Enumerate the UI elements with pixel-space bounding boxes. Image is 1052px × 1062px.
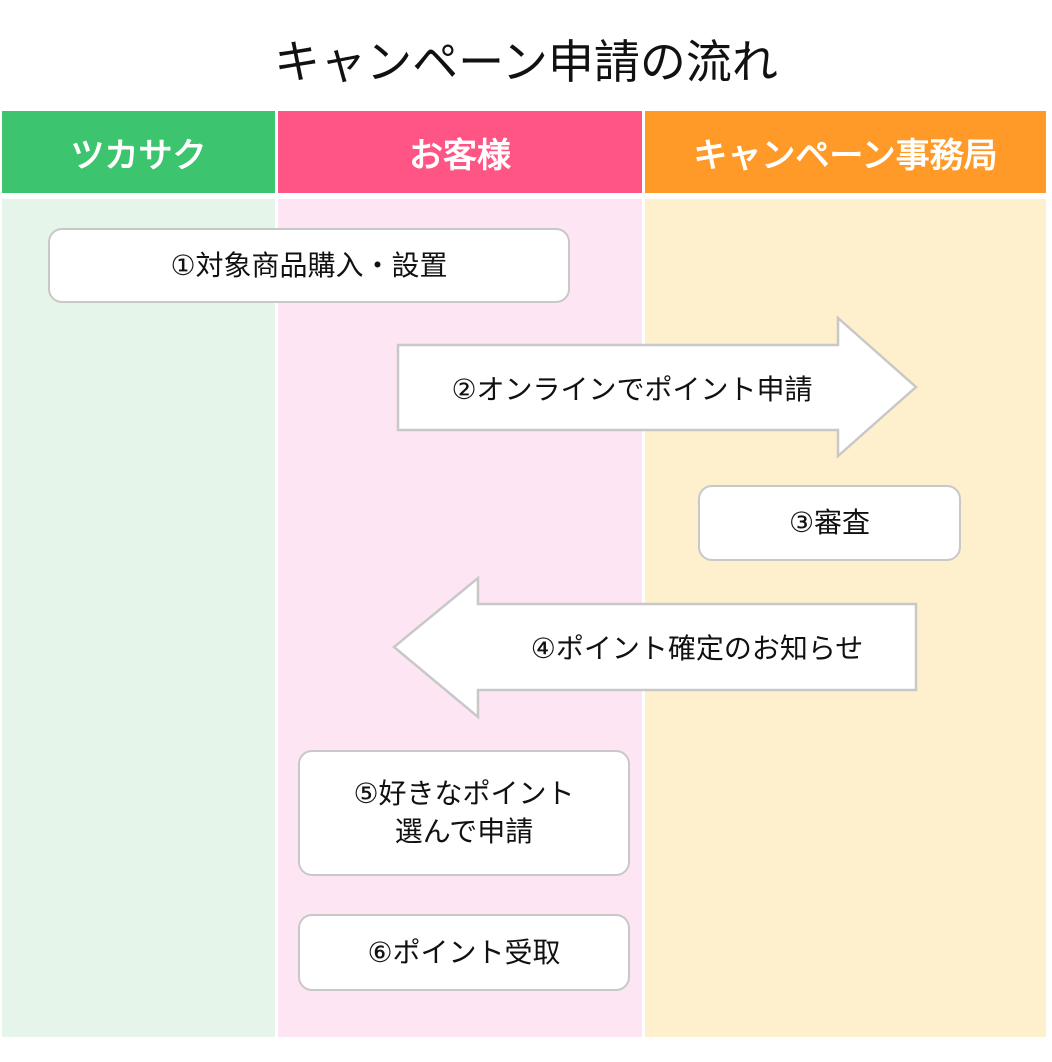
lane-header-customer: お客様: [278, 111, 642, 193]
arrow-left-shape: [392, 575, 918, 720]
lane-header-tsukasaku: ツカサク: [2, 111, 275, 193]
step-6-receive-points: ⑥ポイント受取: [298, 914, 630, 991]
arrow-right-shape: [396, 315, 918, 459]
step-2-online-application: ②オンラインでポイント申請: [451, 372, 813, 406]
lane-header-campaign-office: キャンペーン事務局: [645, 111, 1046, 193]
step-3-review: ③審査: [698, 485, 961, 561]
page-title: キャンペーン申請の流れ: [274, 35, 778, 89]
step-1-purchase-install: ①対象商品購入・設置: [48, 228, 570, 303]
step-4-point-confirmation-notice: ④ポイント確定のお知らせ: [530, 632, 864, 665]
step-5-choose-points-apply: ⑤好きなポイント 選んで申請: [298, 750, 630, 876]
lane-body-tsukasaku: [2, 199, 275, 1037]
